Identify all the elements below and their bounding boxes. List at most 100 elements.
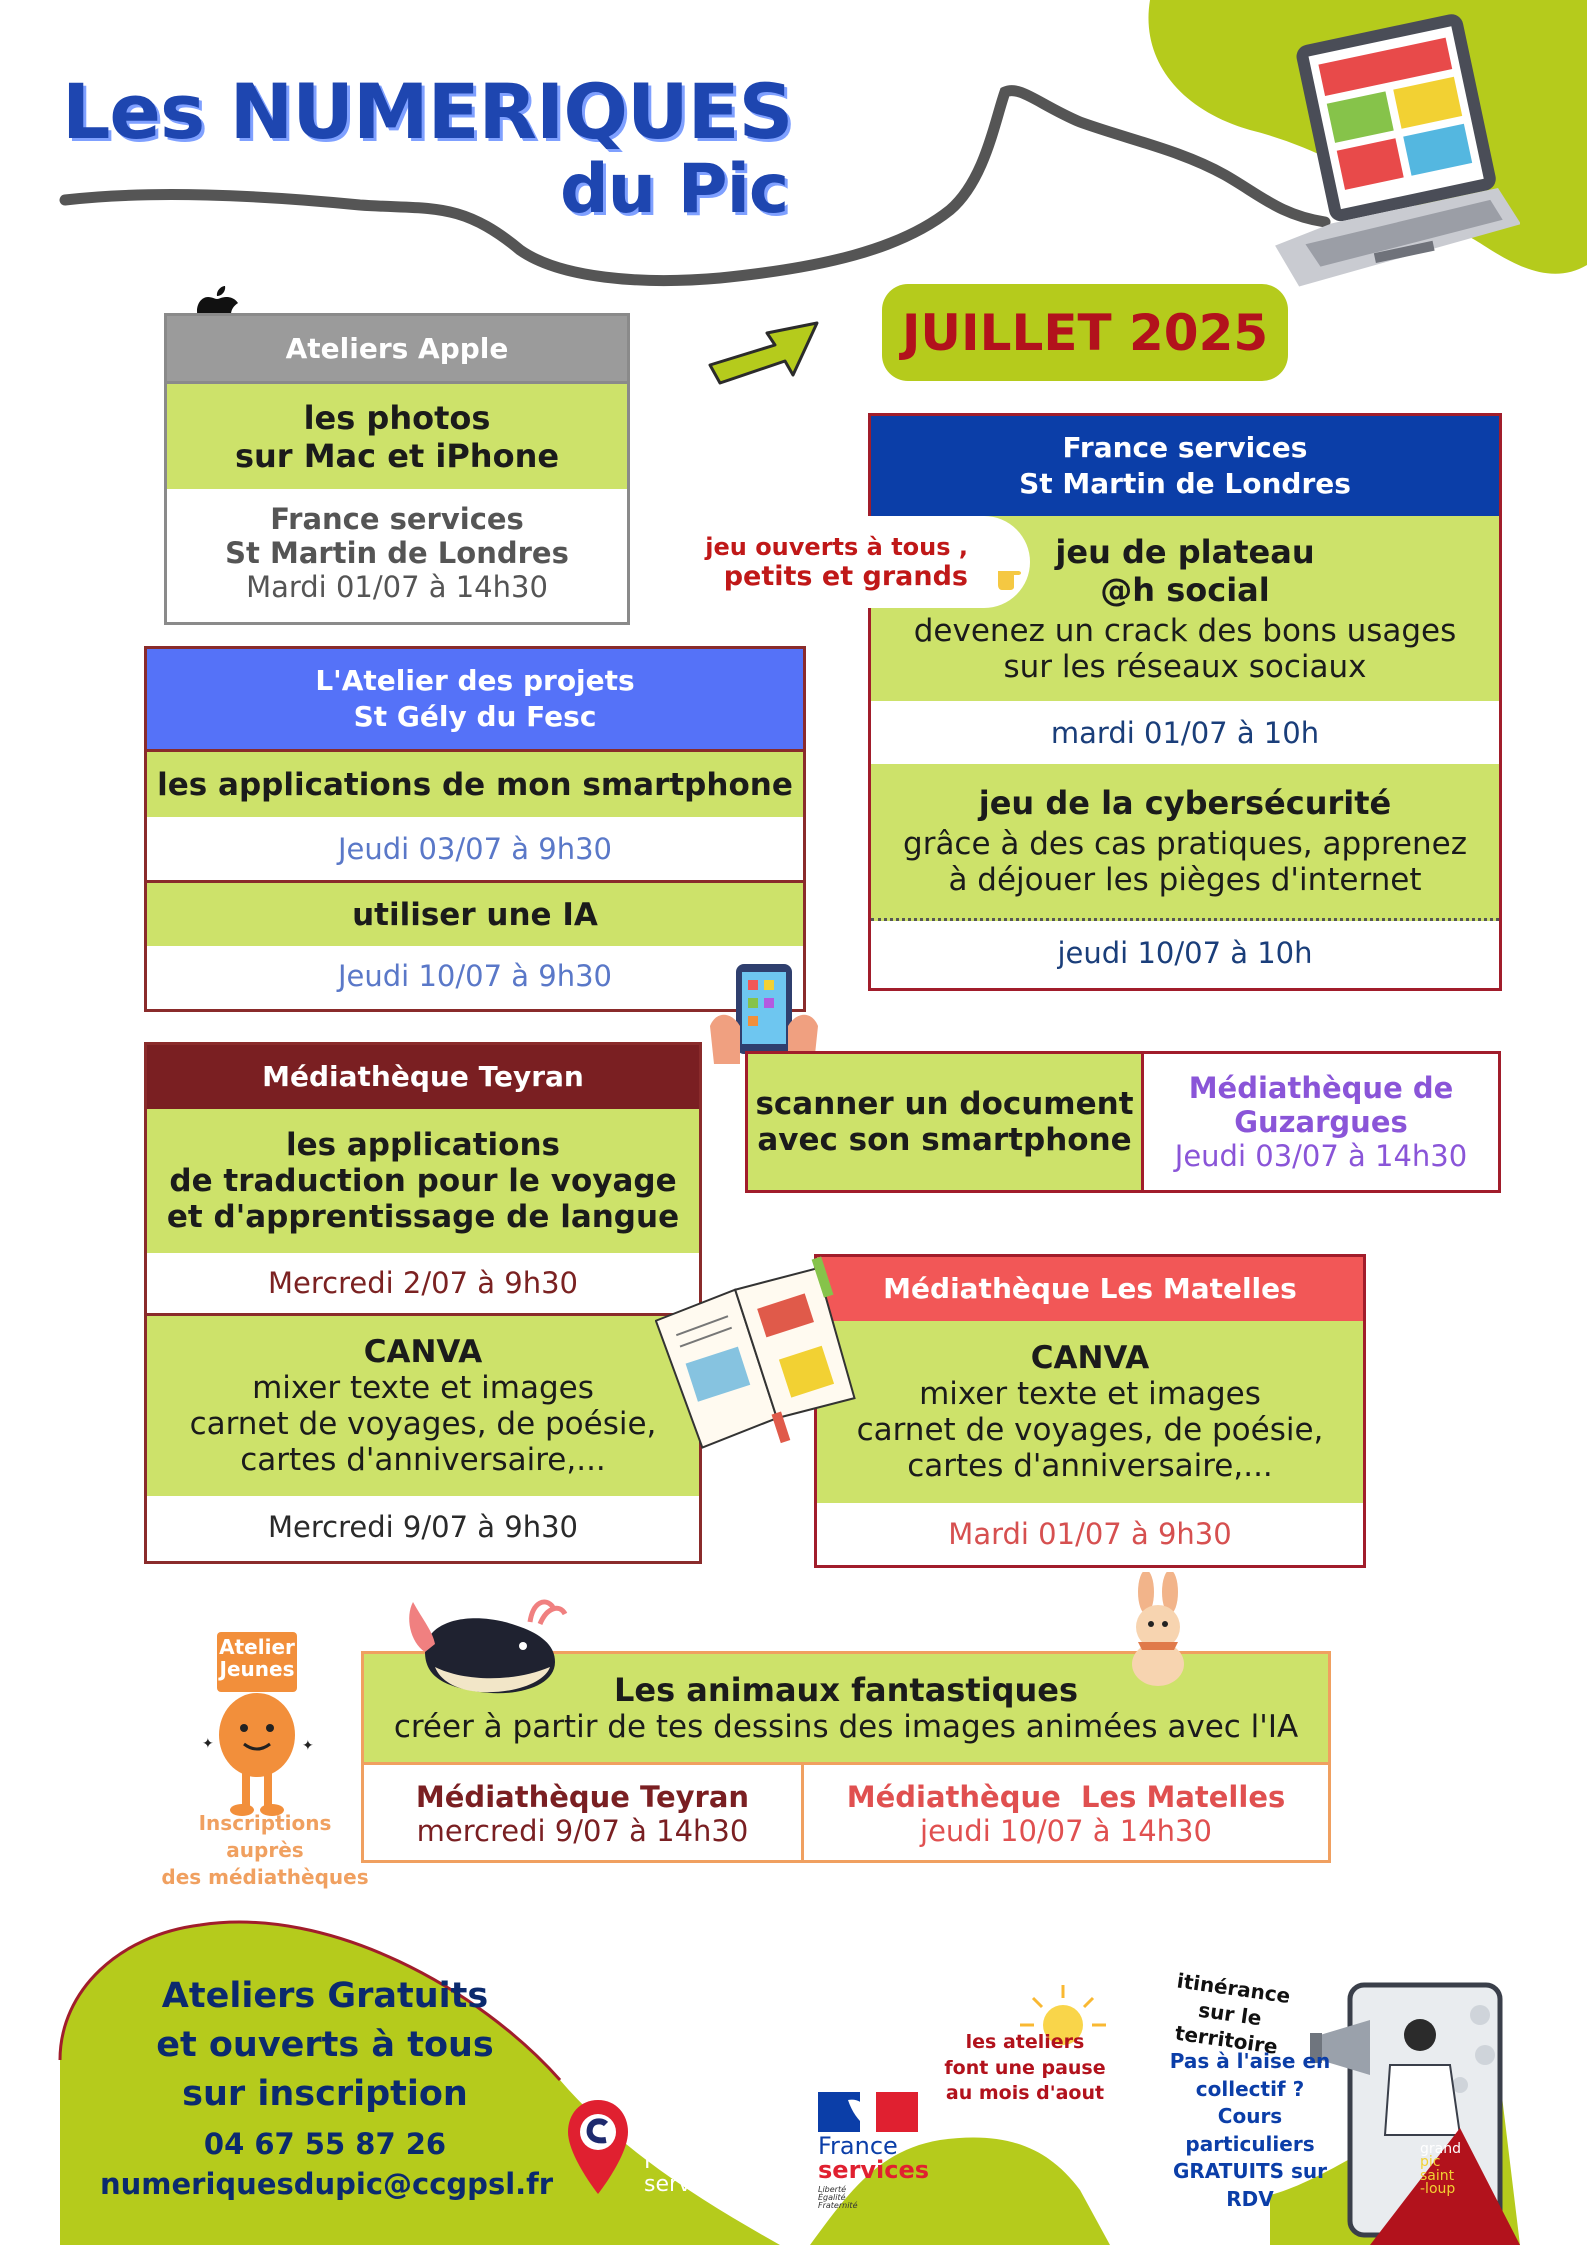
cours-line1: Pas à l'aise en	[1169, 2049, 1331, 2073]
pause-line3: au mois d'aout	[945, 2082, 1105, 2105]
fs-motto-3: Fraternité	[818, 2201, 858, 2210]
atelier-projets-date1: Jeudi 03/07 à 9h30	[147, 817, 803, 880]
france-services-date1-text: mardi 01/07 à 10h	[1050, 715, 1320, 750]
atelier-projets-header-line2: St Gély du Fesc	[353, 700, 597, 733]
whale-icon	[409, 1599, 568, 1694]
cours-line5: GRATUITS sur	[1172, 2159, 1328, 2184]
teyran-header: Médiathèque Teyran	[147, 1045, 699, 1109]
footer-free-line2: et ouverts à tous	[156, 2025, 494, 2065]
matelles-date-text: Mardi 01/07 à 9h30	[948, 1517, 1232, 1551]
matelles-topic: CANVA mixer texte et images carnet de vo…	[817, 1321, 1363, 1503]
matelles-header-text: Médiathèque Les Matelles	[883, 1272, 1297, 1306]
atelier-projets-header: L'Atelier des projets St Gély du Fesc	[147, 649, 803, 749]
youth-workshop-title: Les animaux fantastiques	[613, 1671, 1079, 1709]
matelles-topic-desc2: carnet de voyages, de poésie,	[856, 1412, 1324, 1448]
footer-phone[interactable]: 04 67 55 87 26	[203, 2127, 447, 2161]
youth-workshop-locations: Médiathèque Teyran mercredi 9/07 à 14h30…	[364, 1762, 1328, 1863]
cours-line2: collectif ?	[1195, 2076, 1305, 2101]
teyran-topic2-desc1: mixer texte et images	[252, 1370, 594, 1406]
teyran-topic2: CANVA mixer texte et images carnet de vo…	[147, 1313, 699, 1496]
atelier-projets-date2-text: Jeudi 10/07 à 9h30	[338, 959, 612, 993]
atelier-projets-topic1: les applications de mon smartphone	[147, 749, 803, 817]
youth-location-matelles: Médiathèque Les Matelles jeudi 10/07 à 1…	[804, 1765, 1328, 1863]
matelles-topic-desc1: mixer texte et images	[919, 1376, 1261, 1412]
apple-card-header-text: Ateliers Apple	[285, 331, 509, 365]
fs-logo-line1: France	[818, 2132, 898, 2160]
youth-inscription-note: Inscriptions auprès des médiathèques	[160, 1810, 370, 1891]
open-book-icon	[655, 1256, 856, 1449]
youth-workshop-desc: créer à partir de tes dessins des images…	[393, 1709, 1299, 1745]
gpsl-line3: saint	[1420, 2167, 1455, 2184]
france-services-topic2: jeu de la cybersécurité grâce à des cas …	[871, 764, 1499, 921]
gpsl-line1: grand	[1420, 2141, 1461, 2157]
gpsl-logo-text: grand pic saint -loup	[1420, 2141, 1461, 2197]
teyran-date2-text: Mercredi 9/07 à 9h30	[268, 1510, 578, 1544]
pause-line2: font une pause	[944, 2056, 1106, 2079]
rabbit-icon	[1132, 1572, 1184, 1686]
apple-topic-line1: les photos	[303, 398, 491, 437]
arrow-icon	[708, 321, 819, 385]
youth-sign-line1: Atelier	[219, 1635, 295, 1659]
atelier-projets-date1-text: Jeudi 03/07 à 9h30	[338, 831, 612, 866]
youth-sign-line2: Jeunes	[219, 1657, 295, 1681]
france-services-card: France services St Martin de Londres jeu…	[868, 413, 1502, 991]
fs-logo-line2: services	[818, 2156, 930, 2184]
france-services-date2-text: jeudi 10/07 à 10h	[1057, 936, 1313, 970]
atelier-projets-topic2: utiliser une IA	[147, 880, 803, 946]
teyran-topic2-desc2: carnet de voyages, de poésie,	[189, 1406, 657, 1442]
conseiller-line2: NUMÉRIQUE	[644, 2123, 808, 2152]
month-label: JUILLET 2025	[901, 303, 1269, 362]
sun-icon	[1020, 1985, 1106, 2045]
summer-pause-note: les ateliers font une pause au mois d'ao…	[940, 2030, 1110, 2107]
teyran-topic1: les applications de traduction pour le v…	[147, 1109, 699, 1253]
youth-date1: mercredi 9/07 à 14h30	[416, 1814, 749, 1848]
footer-free-info: Ateliers Gratuits et ouverts à tous sur …	[100, 1972, 550, 2119]
teyran-topic1-line2: de traduction pour le voyage	[169, 1163, 677, 1199]
atelier-projets-topic1-text: les applications de mon smartphone	[157, 766, 793, 803]
footer-free-line3: sur inscription	[182, 2074, 468, 2114]
matelles-topic-title: CANVA	[1030, 1340, 1150, 1376]
guzargues-topic-line2: avec son smartphone	[757, 1122, 1132, 1158]
teyran-date2: Mercredi 9/07 à 9h30	[147, 1496, 699, 1558]
france-services-topic2-desc2: à déjouer les pièges d'internet	[948, 862, 1422, 898]
conseiller-line1: CONSEILLER	[644, 2098, 811, 2126]
france-services-header-line1: France services	[1062, 431, 1308, 465]
teyran-topic1-line1: les applications	[285, 1127, 560, 1163]
footer-email[interactable]: numeriquesdupic@ccgpsl.fr	[100, 2167, 554, 2201]
france-services-date1: mardi 01/07 à 10h	[871, 701, 1499, 764]
guzargues-location: Médiathèque de Guzargues Jeudi 03/07 à 1…	[1144, 1054, 1498, 1190]
game-note-line1: jeu ouverts à tous ,	[705, 532, 968, 561]
tablet-hands-icon	[710, 964, 818, 1064]
france-services-header: France services St Martin de Londres	[871, 416, 1499, 516]
pointing-hand-icon	[998, 571, 1021, 590]
atelier-projets-date2: Jeudi 10/07 à 9h30	[147, 946, 803, 1006]
cours-line3: Cours	[1217, 2104, 1283, 2129]
youth-sign: Atelier Jeunes	[217, 1636, 297, 1680]
gpsl-line4: -loup	[1420, 2180, 1456, 2197]
guzargues-place-line2: Guzargues	[1234, 1105, 1408, 1139]
apple-place-line1: France services	[270, 502, 524, 536]
france-services-date2: jeudi 10/07 à 10h	[871, 921, 1499, 985]
france-services-header-line2: St Martin de Londres	[1019, 467, 1351, 500]
month-badge: JUILLET 2025	[882, 284, 1288, 381]
teyran-header-text: Médiathèque Teyran	[262, 1060, 584, 1094]
youth-place1: Médiathèque Teyran	[415, 1780, 750, 1814]
gpsl-line2: pic	[1420, 2154, 1441, 2171]
guzargues-card: scanner un document avec son smartphone …	[745, 1051, 1501, 1193]
laptop-icon	[1275, 14, 1520, 287]
guzargues-date: Jeudi 03/07 à 14h30	[1174, 1139, 1468, 1173]
apple-card-header: Ateliers Apple	[167, 316, 627, 381]
conseiller-numerique-logo	[568, 2100, 628, 2194]
svg-text:✦: ✦	[302, 1738, 314, 1754]
grand-pic-saint-loup-logo	[1370, 2128, 1520, 2245]
atelier-projets-header-line1: L'Atelier des projets	[315, 664, 635, 698]
cours-line4: particuliers	[1185, 2131, 1315, 2156]
matelles-topic-desc3: cartes d'anniversaire,...	[907, 1448, 1273, 1484]
atelier-projets-topic2-text: utiliser une IA	[352, 896, 598, 933]
pause-line1: les ateliers	[965, 2031, 1085, 2053]
matelles-header: Médiathèque Les Matelles	[817, 1257, 1363, 1321]
youth-date2: jeudi 10/07 à 14h30	[920, 1814, 1212, 1848]
guzargues-topic: scanner un document avec son smartphone	[748, 1054, 1144, 1190]
footer-free-line1: Ateliers Gratuits	[161, 1976, 489, 2016]
conseiller-sub2: services	[644, 2172, 735, 2198]
